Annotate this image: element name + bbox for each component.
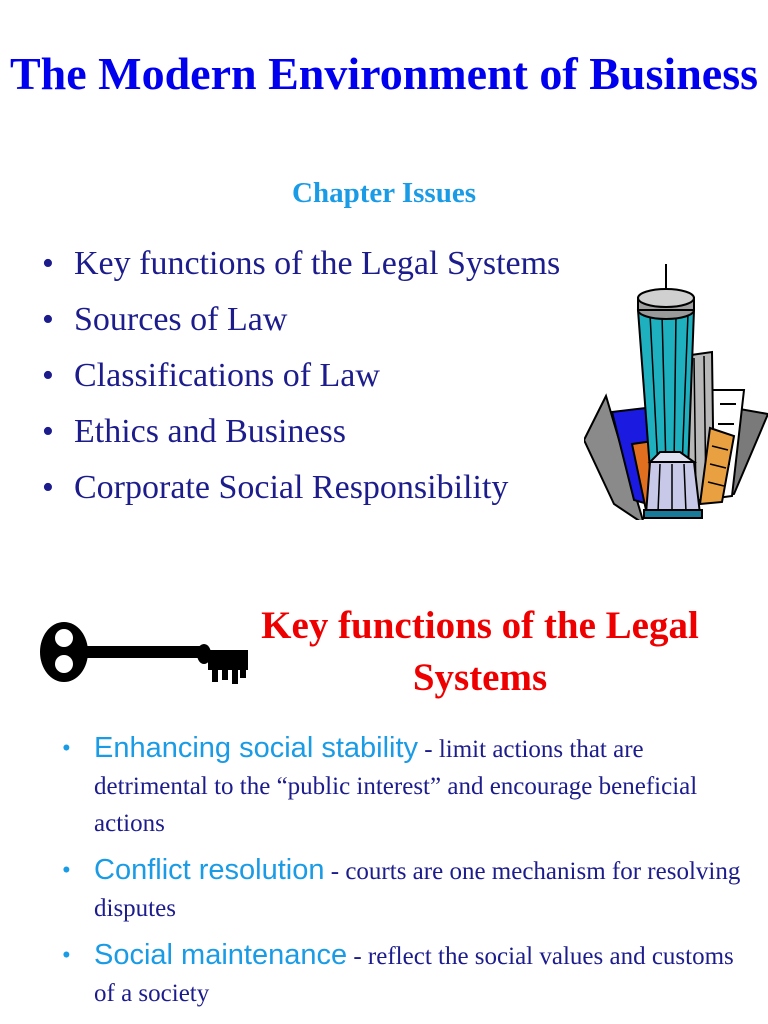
bullet-icon: • [42,413,54,450]
function-term: Social maintenance [94,939,348,971]
bullet-icon: • [42,469,54,506]
list-item: • Ethics and Business [42,404,560,460]
bullet-icon: • [62,857,71,884]
list-item: • Classifications of Law [42,348,560,404]
list-item-text: Key functions of the Legal Systems [74,245,561,282]
function-term: Enhancing social stability [94,732,419,764]
bullet-icon: • [42,245,54,282]
bullet-icon: • [42,301,54,338]
slide-1-subtitle: Chapter Issues [292,177,476,209]
list-item: • Enhancing social stability - limit acti… [62,730,742,842]
bullet-icon: • [62,735,71,762]
key-icon [40,622,248,684]
list-item: • Key functions of the Legal Systems [42,236,560,292]
list-item: • Sources of Law [42,292,560,348]
chapter-issues-list: • Key functions of the Legal Systems • Sou… [42,236,560,516]
list-item-text: Sources of Law [74,301,288,338]
bullet-icon: • [42,357,54,394]
slide-1: The Modern Environment of Business Chapt… [9,48,768,520]
list-item: • Social maintenance - reflect the social… [62,937,742,1012]
list-item: • Conflict resolution - courts are one me… [62,852,742,927]
bullet-icon: • [62,942,71,969]
function-description: - reflect the social values and customs … [94,943,734,1007]
city-skyscrapers-icon [584,264,768,520]
function-description: - courts are one mechanism for resolving… [94,858,741,922]
slide-2: Key functions of the Legal Systems • Enha… [0,560,768,1024]
list-item-text: Classifications of Law [74,357,380,394]
function-term: Conflict resolution [94,854,325,886]
function-description: - limit actions that are detrimental to … [94,736,698,837]
list-item: • Corporate Social Responsibility [42,460,560,516]
legal-functions-list: • Enhancing social stability - limit acti… [62,730,742,1022]
list-item-text: Ethics and Business [74,413,346,450]
list-item-text: Corporate Social Responsibility [74,469,509,506]
slide-1-title: The Modern Environment of Business [9,48,759,99]
slide-2-title: Key functions of the Legal Systems [261,604,699,699]
